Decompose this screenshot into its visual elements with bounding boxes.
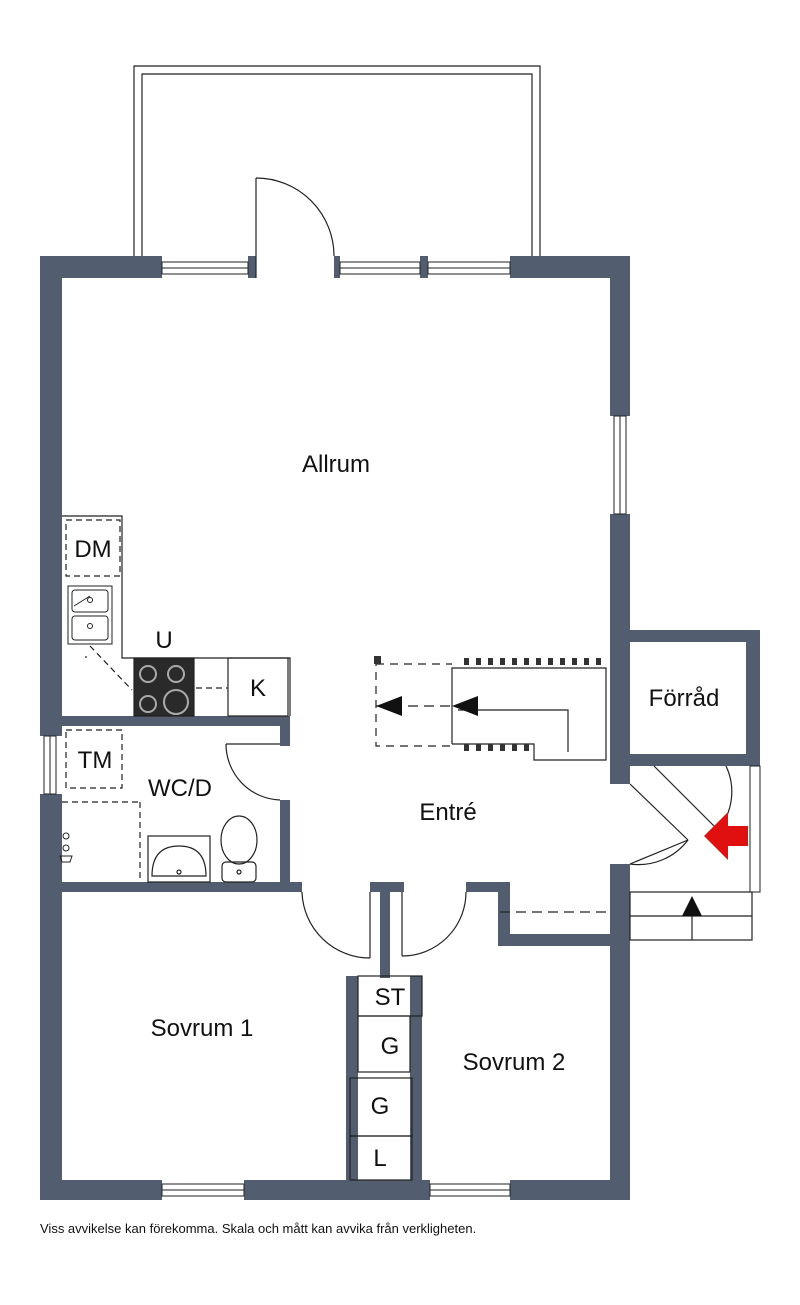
entry-arrow-icon bbox=[704, 812, 748, 860]
room-label-sovrum2: Sovrum 2 bbox=[463, 1049, 566, 1076]
kitchen-sink-icon bbox=[67, 585, 113, 645]
stove-icon bbox=[139, 665, 189, 715]
fixture-label-st: ST bbox=[375, 984, 406, 1011]
stairs-arrow bbox=[376, 696, 402, 716]
stairs-arrow bbox=[682, 896, 702, 916]
fixture-label-g1: G bbox=[381, 1033, 400, 1060]
staircase bbox=[375, 658, 610, 913]
fixture-label-l: L bbox=[373, 1145, 386, 1172]
room-label-entre: Entré bbox=[419, 799, 476, 826]
wc bbox=[62, 729, 141, 882]
windows bbox=[43, 261, 761, 1197]
walls bbox=[40, 256, 760, 1200]
balcony bbox=[133, 65, 541, 256]
disclaimer-text: Viss avvikelse kan förekomma. Skala och … bbox=[40, 1221, 477, 1236]
room-label-wc: WC/D bbox=[148, 775, 212, 802]
room-label-forrad: Förråd bbox=[649, 685, 720, 712]
door-swing-arc bbox=[225, 177, 733, 959]
fixture-label-g2: G bbox=[371, 1093, 390, 1120]
toilet-icon bbox=[220, 815, 258, 883]
fixture-label-tm: TM bbox=[78, 747, 113, 774]
shower-icon bbox=[59, 832, 73, 863]
fixture-label-k: K bbox=[250, 675, 266, 702]
stairs-arrow bbox=[452, 696, 478, 716]
room-label-sovrum1: Sovrum 1 bbox=[151, 1015, 254, 1042]
fixture-label-u: U bbox=[155, 627, 172, 654]
room-label-allrum: Allrum bbox=[302, 451, 370, 478]
stair-treads bbox=[374, 656, 601, 751]
sink-icon bbox=[147, 835, 211, 883]
fixture-label-dm: DM bbox=[74, 536, 111, 563]
wardrobes bbox=[349, 975, 423, 1181]
